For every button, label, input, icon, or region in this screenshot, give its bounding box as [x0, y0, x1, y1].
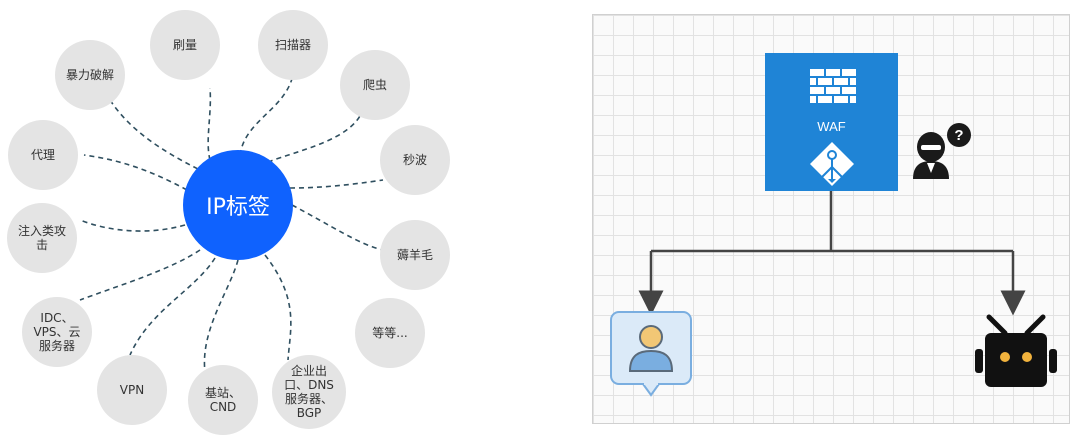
connector-enterprise-exit: [264, 254, 292, 361]
waf-label: WAF: [817, 119, 846, 134]
hacker-icon: ?: [913, 123, 971, 179]
connector-vpn: [129, 257, 216, 356]
node-vpn: VPN: [97, 355, 167, 425]
node-label: VPN: [119, 383, 145, 397]
node-label: 刷量: [172, 38, 197, 52]
node-label-line: VPS、云: [33, 325, 81, 339]
node-freebie-hunter: 薅羊毛: [380, 220, 450, 290]
ip-tag-center-node: IP标签: [183, 150, 293, 260]
node-idc: IDC、 VPS、云 服务器: [22, 297, 92, 367]
node-label-line: 注入类攻: [17, 224, 66, 238]
connector-flash-sale: [289, 179, 384, 189]
node-label: 暴力破解: [65, 68, 114, 82]
connector-injection: [79, 219, 186, 232]
node-crawler: 爬虫: [340, 50, 410, 120]
node-enterprise-exit: 企业出 口、DNS 服务器、 BGP: [272, 355, 346, 429]
ip-tag-diagram: IP标签 暴力破解 刷量 扫描器 爬虫 秒波 薅羊毛 等等... 企业出 口、D…: [7, 10, 450, 435]
node-label-line: 口、DNS: [284, 378, 334, 392]
waf-diagram: WAF ?: [592, 14, 1070, 424]
connector-crawler: [267, 111, 363, 163]
node-label-line: 企业出: [290, 364, 327, 378]
node-label-line: 基站、: [204, 386, 241, 400]
node-brute-force: 暴力破解: [55, 40, 125, 110]
node-proxy: 代理: [8, 120, 78, 190]
node-etc: 等等...: [355, 298, 425, 368]
node-label: 等等...: [372, 326, 408, 340]
node-label-line: 击: [35, 238, 48, 252]
node-label-line: CND: [209, 400, 237, 414]
waf-box: WAF: [765, 53, 898, 191]
robot-icon: [975, 314, 1057, 387]
firewall-icon: [810, 69, 856, 103]
node-injection-attack: 注入类攻 击: [7, 203, 77, 273]
node-scanner: 扫描器: [258, 10, 328, 80]
router-icon: [810, 142, 854, 186]
node-label: 代理: [30, 148, 55, 162]
unknown-mark: ?: [954, 127, 963, 144]
connector-base-station: [203, 259, 239, 373]
connector-scanner: [239, 74, 294, 156]
node-base-station: 基站、 CND: [188, 365, 258, 435]
waf-routing-lines: [638, 191, 1026, 316]
node-label: 扫描器: [274, 38, 311, 52]
node-flash-sale: 秒波: [380, 125, 450, 195]
connector-brute-force: [109, 99, 201, 171]
node-traffic-boost: 刷量: [150, 10, 220, 80]
node-label: 薅羊毛: [396, 248, 433, 262]
connector-proxy: [83, 154, 188, 191]
user-icon: [610, 311, 692, 397]
node-label-line: IDC、: [40, 311, 74, 325]
node-label-line: 服务器、: [284, 392, 333, 406]
connector-freebie-hunter: [291, 204, 384, 251]
connector-lines: [79, 74, 384, 373]
node-label-line: 服务器: [38, 339, 75, 353]
connector-idc: [79, 249, 201, 301]
node-label: 爬虫: [362, 78, 387, 92]
node-label-line: BGP: [296, 406, 322, 420]
node-label: 秒波: [402, 153, 427, 167]
connector-traffic-boost: [207, 87, 212, 161]
